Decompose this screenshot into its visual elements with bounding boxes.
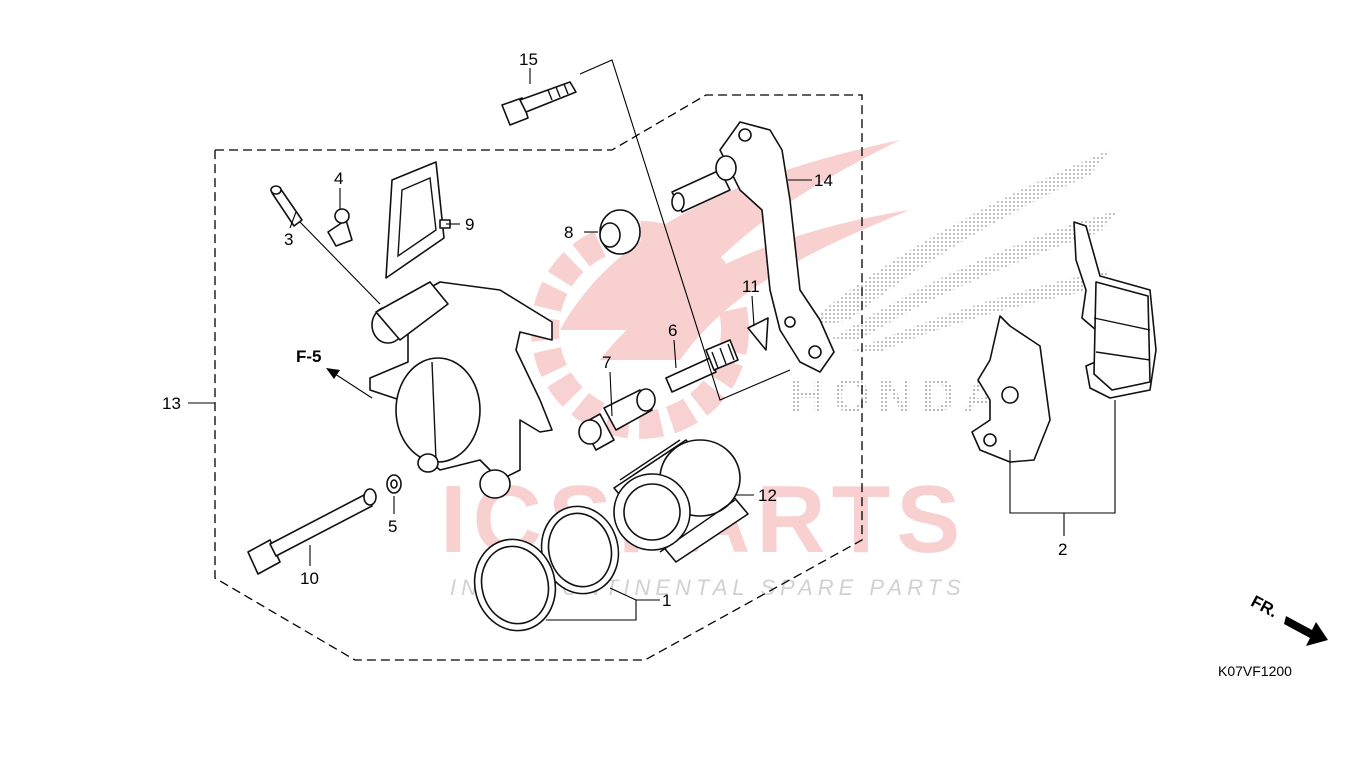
callout-5: 5 bbox=[388, 517, 397, 536]
callout-6: 6 bbox=[668, 321, 677, 340]
leader-lines bbox=[188, 59, 1116, 621]
callout-10: 10 bbox=[300, 569, 319, 588]
clip-11 bbox=[747, 317, 769, 351]
callout-7: 7 bbox=[602, 353, 611, 372]
callout-3: 3 bbox=[284, 230, 293, 249]
watermark: HONDA ICSPARTS INTERCONTINENTAL SPARE PA… bbox=[440, 140, 1120, 600]
front-arrow-icon bbox=[1284, 616, 1328, 646]
front-direction-indicator: FR. bbox=[1248, 592, 1328, 646]
bracket-14 bbox=[671, 121, 835, 373]
honda-logo-text: HONDA bbox=[790, 370, 1006, 423]
boot-8 bbox=[599, 209, 641, 255]
seal-set-1 bbox=[473, 505, 620, 632]
front-direction-label: FR. bbox=[1248, 592, 1281, 622]
callout-11: 11 bbox=[742, 277, 760, 296]
piston-12 bbox=[613, 439, 749, 563]
callout-4: 4 bbox=[334, 169, 343, 188]
bleed-screw-3 bbox=[270, 185, 303, 227]
callouts: 15 4 3 9 8 14 11 6 7 13 5 10 12 1 2 F-5 bbox=[162, 50, 1067, 610]
clip-4 bbox=[327, 208, 353, 247]
callout-9: 9 bbox=[465, 215, 474, 234]
callout-15: 15 bbox=[519, 50, 538, 69]
callout-13: 13 bbox=[162, 394, 181, 413]
section-ref-label: F-5 bbox=[296, 347, 322, 366]
callout-1: 1 bbox=[662, 591, 671, 610]
diagram-code: K07VF1200 bbox=[1218, 663, 1292, 679]
callout-14: 14 bbox=[814, 171, 833, 190]
assembly-boundary-13 bbox=[214, 94, 863, 661]
caliper-body bbox=[369, 281, 553, 499]
callout-8: 8 bbox=[564, 223, 573, 242]
bolt-15 bbox=[501, 81, 577, 126]
callout-12: 12 bbox=[758, 486, 777, 505]
sleeve-pin-6 bbox=[665, 339, 739, 393]
honda-wing-logo bbox=[800, 150, 1120, 352]
slide-pin-10 bbox=[247, 488, 377, 575]
callout-2: 2 bbox=[1058, 540, 1067, 559]
brake-pad-set-2 bbox=[971, 221, 1157, 463]
pin-bolt-7 bbox=[578, 388, 656, 451]
pad-spring-9 bbox=[385, 161, 451, 279]
